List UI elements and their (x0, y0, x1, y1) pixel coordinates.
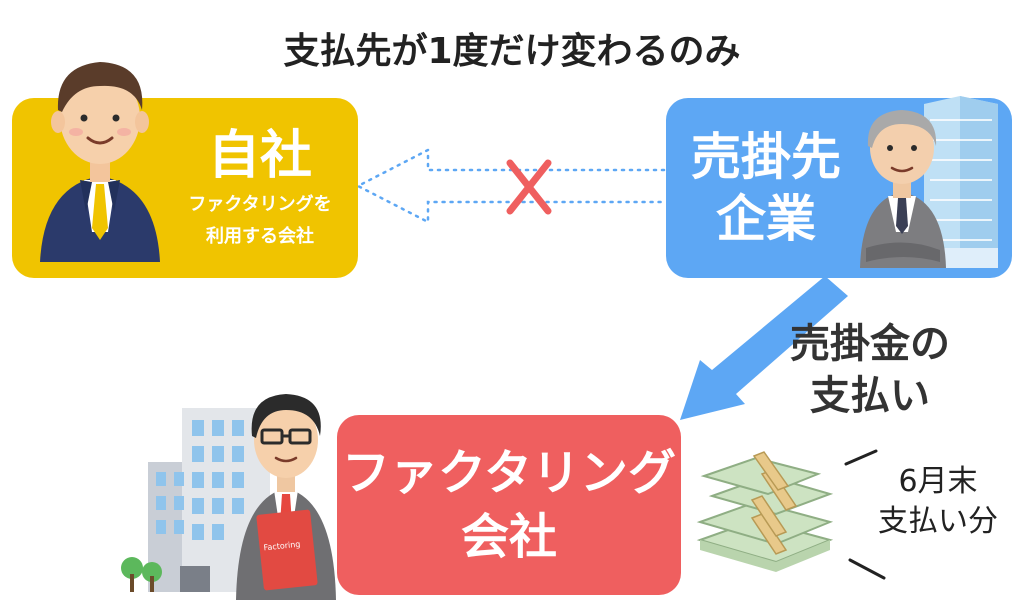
cross-icon (506, 159, 552, 215)
senior-businessman-icon (860, 110, 946, 268)
june-payment-label: 6月末 支払い分 (858, 462, 1018, 542)
self-company-name: 自社 (207, 126, 312, 186)
office-building-icon (924, 96, 998, 268)
june-label-line-1: 6月末 (898, 464, 978, 499)
folder-icon: Factoring (256, 509, 318, 591)
factoring-line-2: 会社 (460, 509, 557, 565)
june-label-line-2: 支払い分 (878, 504, 998, 539)
factoring-line-1: ファクタリング (341, 445, 677, 501)
emphasis-marks (844, 449, 886, 580)
self-company-sub-2: 利用する会社 (206, 226, 314, 247)
payment-label: 売掛金の 支払い (770, 318, 970, 422)
diagram-title: 支払先が1度だけ変わるのみ (283, 31, 741, 72)
businessman-icon (40, 62, 160, 262)
payment-arrow (680, 276, 848, 420)
payment-label-line-2: 支払い (810, 373, 930, 419)
self-company-sub-1: ファクタリングを (188, 194, 332, 215)
money-stack-icon (696, 451, 834, 572)
self-company-text: 自社 ファクタリングを 利用する会社 (162, 98, 358, 278)
folder-label: Factoring (263, 540, 301, 553)
buyer-company-text: 売掛先 企業 (666, 98, 866, 278)
glasses-businessman-icon: Factoring (236, 394, 336, 600)
blocked-arrow (355, 147, 666, 225)
buyer-line-1: 売掛先 (691, 128, 841, 186)
payment-label-line-1: 売掛金の (790, 321, 950, 367)
buyer-line-2: 企業 (716, 190, 816, 248)
factoring-company-box: ファクタリング 会社 (337, 415, 681, 595)
